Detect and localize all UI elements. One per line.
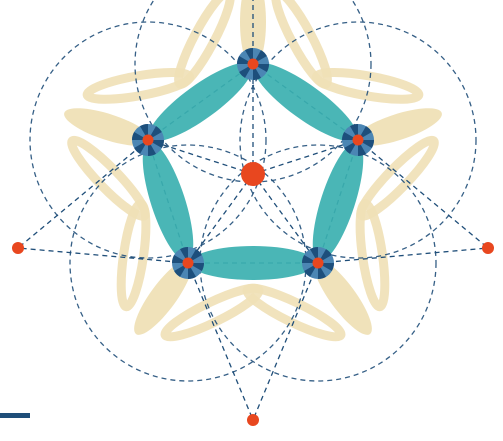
node-dot xyxy=(313,258,324,269)
corner-bar xyxy=(0,413,30,418)
cream-arc xyxy=(315,67,421,105)
cream-arc xyxy=(85,67,191,105)
outer-dot xyxy=(12,242,24,254)
dashed-radial xyxy=(318,248,488,263)
node-dot xyxy=(248,59,259,70)
teal-lens xyxy=(190,246,316,280)
outer-dot xyxy=(482,242,494,254)
center-dot xyxy=(241,162,265,186)
node-dot xyxy=(143,135,154,146)
cream-arc xyxy=(355,202,390,308)
node-dot xyxy=(183,258,194,269)
dashed-radial xyxy=(18,248,188,263)
node-dot xyxy=(353,135,364,146)
outer-dot xyxy=(247,414,259,426)
